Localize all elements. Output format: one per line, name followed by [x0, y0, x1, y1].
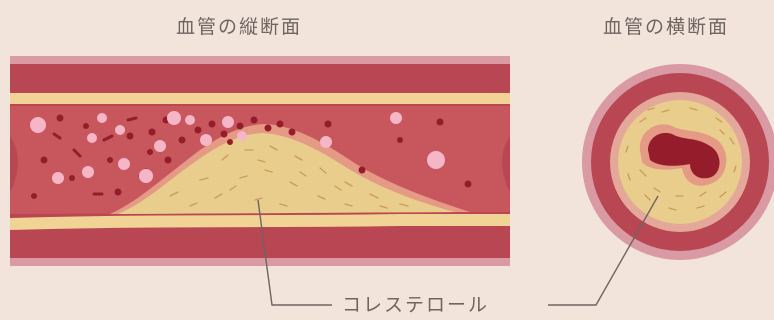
media-band-top: [10, 93, 510, 104]
longitudinal-vessel: [10, 56, 510, 266]
cross-section-vessel: [582, 64, 774, 260]
